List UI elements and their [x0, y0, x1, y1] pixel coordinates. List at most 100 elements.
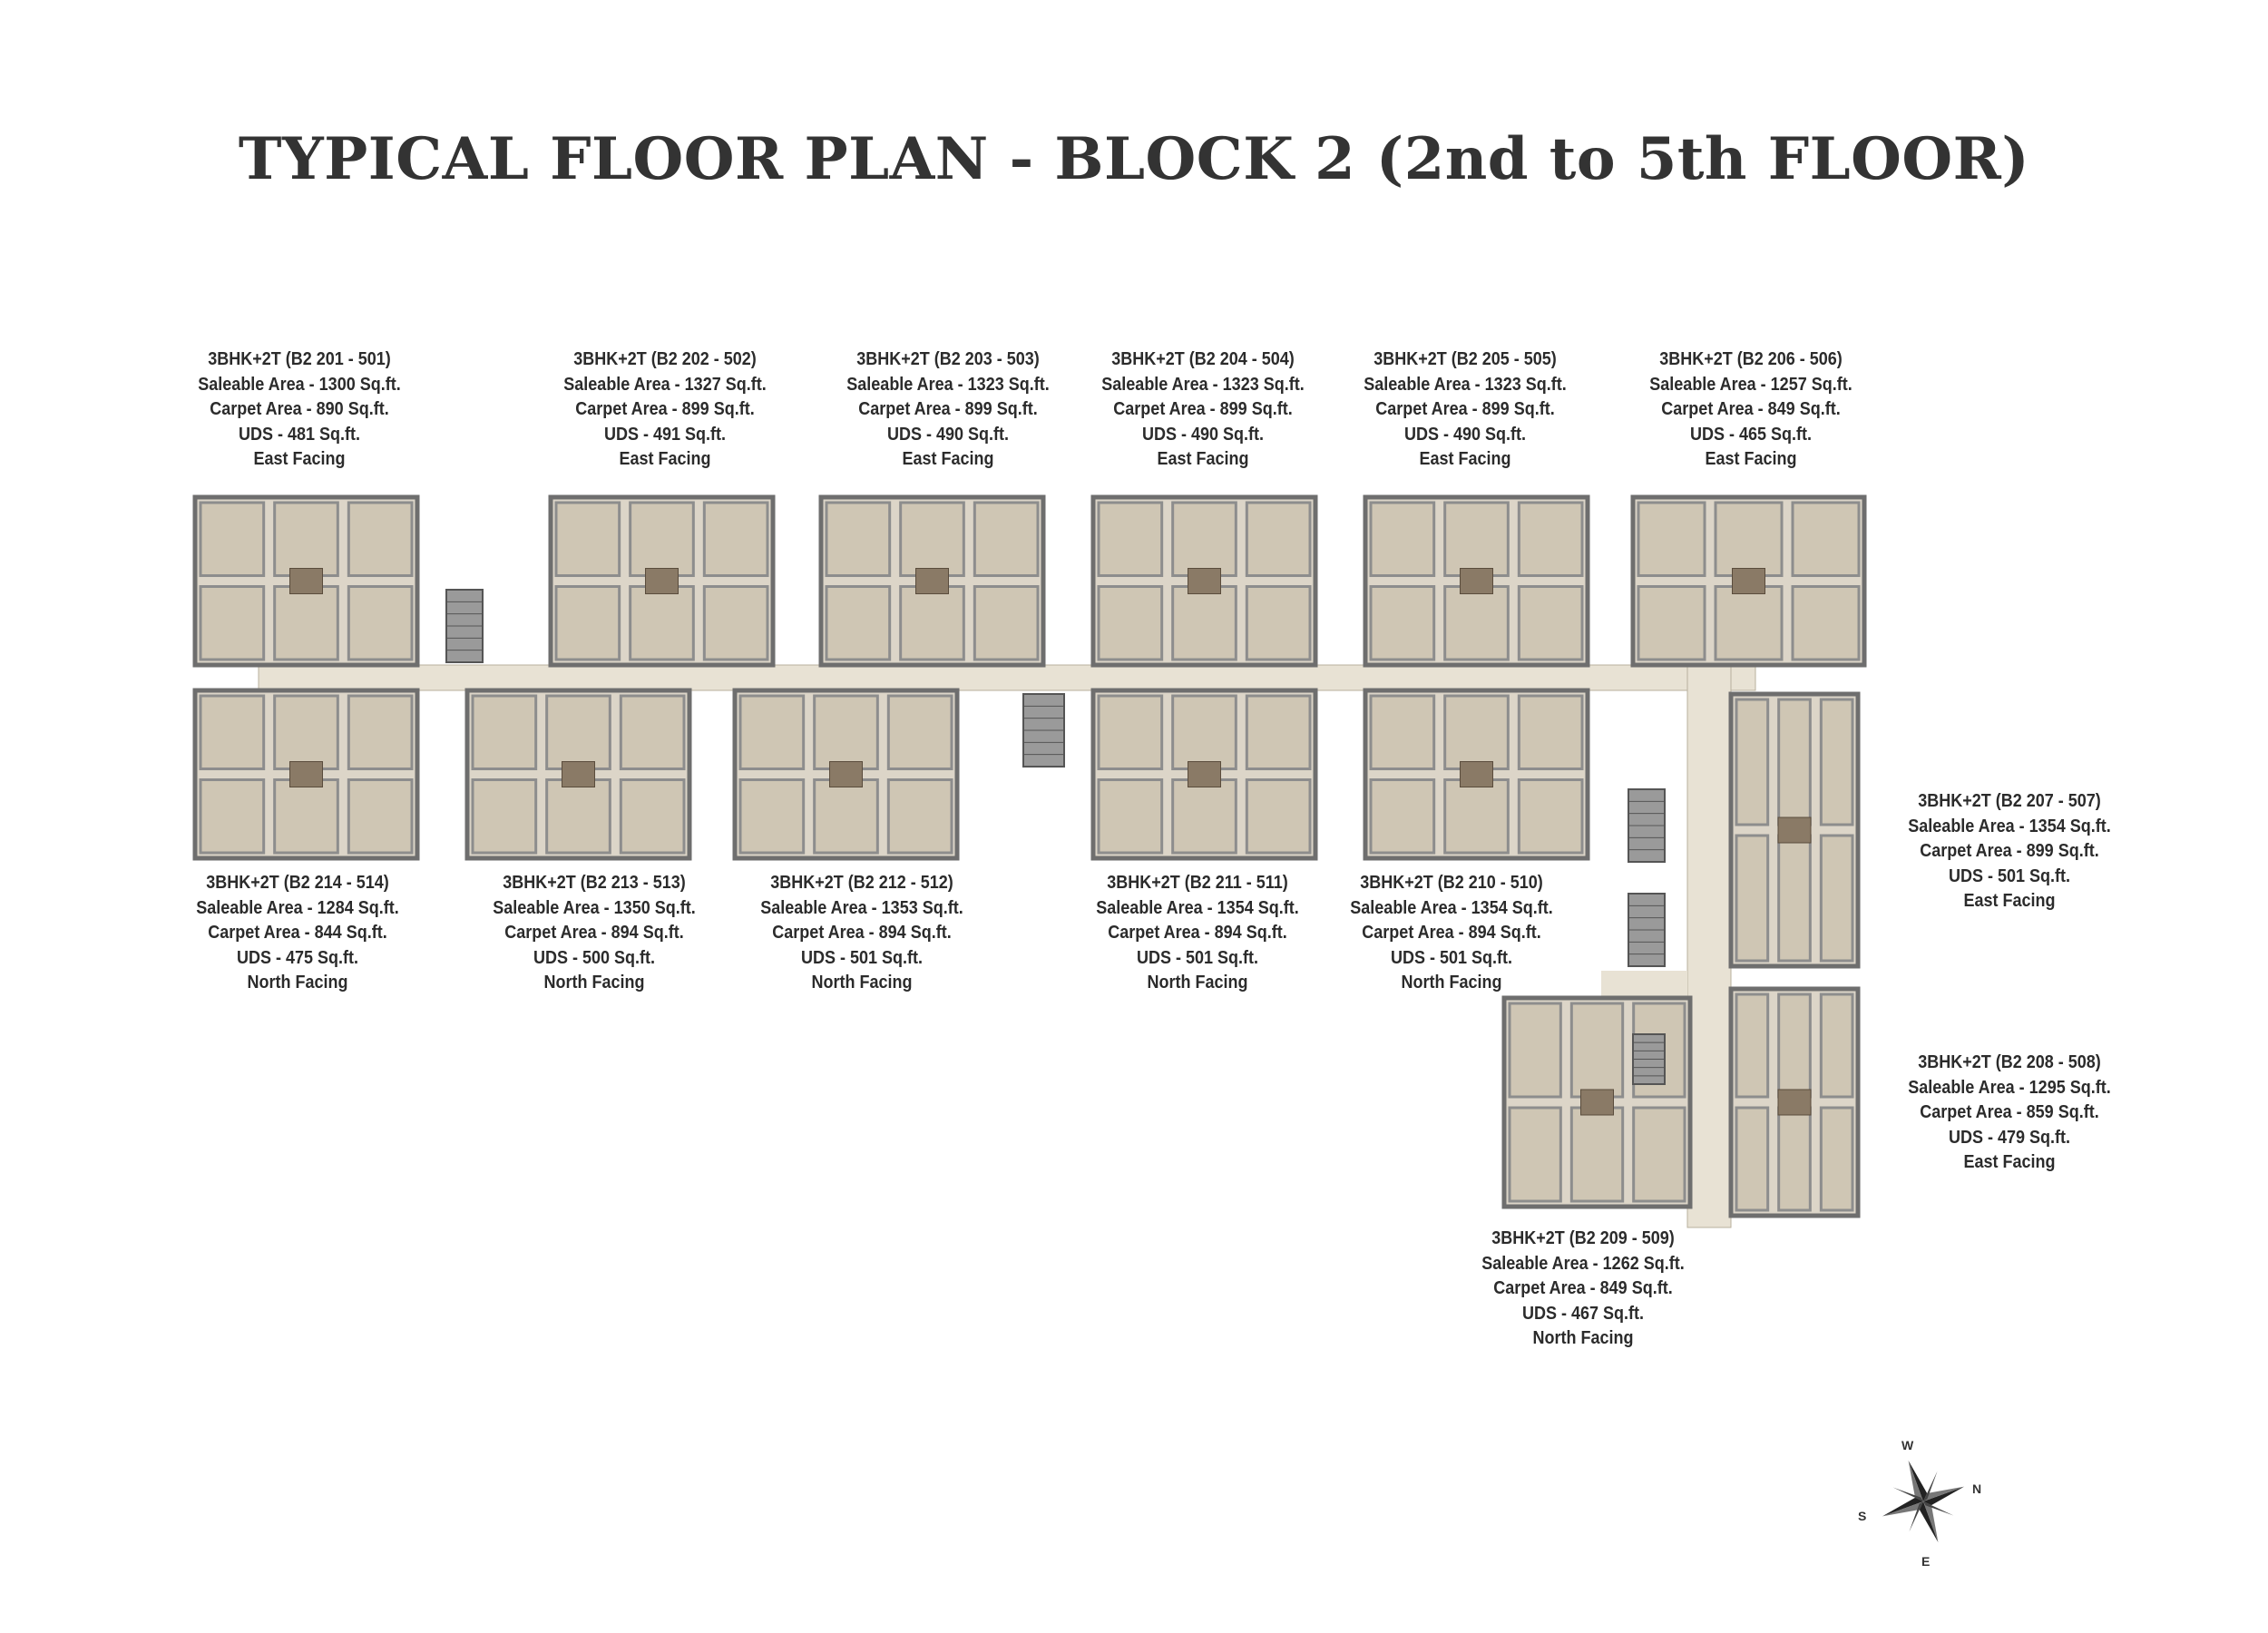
- room: [619, 694, 686, 770]
- room: [1517, 501, 1584, 577]
- page-title: TYPICAL FLOOR PLAN - BLOCK 2 (2nd to 5th…: [238, 125, 2030, 193]
- room: [1245, 694, 1312, 770]
- unit-type: 3BHK+2T (B2 201 - 501): [208, 349, 391, 369]
- unit-facing: East Facing: [253, 449, 346, 469]
- living-furniture: [1732, 568, 1765, 594]
- room: [1171, 778, 1237, 855]
- room: [825, 501, 892, 577]
- room: [702, 585, 769, 661]
- unit-facing: North Facing: [811, 973, 913, 993]
- unit-facing: East Facing: [1157, 449, 1249, 469]
- compass-s-label: S: [1858, 1509, 1867, 1523]
- room: [1714, 501, 1784, 577]
- unit-carpet-area: Carpet Area - 899 Sq.ft.: [1113, 399, 1293, 419]
- room: [886, 778, 953, 855]
- room: [629, 501, 695, 577]
- unit-type: 3BHK+2T (B2 210 - 510): [1360, 873, 1543, 893]
- unit-carpet-area: Carpet Area - 899 Sq.ft.: [1375, 399, 1555, 419]
- room: [347, 778, 414, 855]
- living-furniture: [829, 761, 863, 787]
- room: [1735, 834, 1770, 963]
- unit-uds: UDS - 481 Sq.ft.: [238, 424, 361, 445]
- room: [1777, 698, 1812, 826]
- unit-label-213: 3BHK+2T (B2 213 - 513) Saleable Area - 1…: [472, 871, 717, 996]
- unit-type: 3BHK+2T (B2 203 - 503): [856, 349, 1040, 369]
- room: [1369, 694, 1436, 770]
- unit-label-211: 3BHK+2T (B2 211 - 511) Saleable Area - 1…: [1075, 871, 1320, 996]
- room: [899, 501, 965, 577]
- unit-uds: UDS - 500 Sq.ft.: [533, 947, 656, 968]
- unit-uds: UDS - 475 Sq.ft.: [236, 947, 359, 968]
- room: [738, 694, 806, 770]
- unit-uds: UDS - 501 Sq.ft.: [1390, 947, 1513, 968]
- unit-carpet-area: Carpet Area - 894 Sq.ft.: [772, 923, 952, 943]
- unit-facing: North Facing: [543, 973, 645, 993]
- unit-label-210: 3BHK+2T (B2 210 - 510) Saleable Area - 1…: [1329, 871, 1574, 996]
- room: [273, 778, 339, 855]
- room: [1443, 501, 1510, 577]
- room: [347, 585, 414, 661]
- room: [738, 778, 806, 855]
- unit-saleable-area: Saleable Area - 1300 Sq.ft.: [198, 374, 401, 395]
- unit-saleable-area: Saleable Area - 1323 Sq.ft.: [1101, 374, 1305, 395]
- room: [1443, 778, 1510, 855]
- unit-type: 3BHK+2T (B2 211 - 511): [1107, 873, 1288, 893]
- unit-facing: East Facing: [1963, 1152, 2056, 1172]
- room: [1819, 834, 1854, 963]
- room: [199, 778, 266, 855]
- compass-e-label: E: [1921, 1554, 1931, 1569]
- room: [554, 501, 621, 577]
- living-furniture: [1188, 568, 1221, 594]
- room: [1245, 585, 1312, 661]
- room: [1517, 585, 1584, 661]
- corridor-link: [1601, 971, 1687, 998]
- compass-n-label: N: [1972, 1481, 1982, 1496]
- unit-carpet-area: Carpet Area - 894 Sq.ft.: [504, 923, 684, 943]
- unit-label-208: 3BHK+2T (B2 208 - 508) Saleable Area - 1…: [1887, 1051, 2132, 1176]
- unit-type: 3BHK+2T (B2 208 - 508): [1918, 1052, 2101, 1072]
- room: [1637, 585, 1706, 661]
- living-furniture: [289, 761, 323, 787]
- unit-facing: North Facing: [1401, 973, 1502, 993]
- room: [273, 501, 339, 577]
- room: [1369, 585, 1436, 661]
- room: [1569, 1002, 1625, 1099]
- living-furniture: [1460, 568, 1493, 594]
- room: [1097, 778, 1164, 855]
- room: [1735, 698, 1770, 826]
- room: [347, 694, 414, 770]
- compass-rose: W S N E: [1851, 1429, 1996, 1574]
- room: [813, 694, 879, 770]
- unit-label-204: 3BHK+2T (B2 204 - 504) Saleable Area - 1…: [1080, 347, 1325, 473]
- unit-carpet-area: Carpet Area - 899 Sq.ft.: [858, 399, 1038, 419]
- unit-carpet-area: Carpet Area - 899 Sq.ft.: [1920, 841, 2099, 861]
- room: [1245, 501, 1312, 577]
- unit-label-207: 3BHK+2T (B2 207 - 507) Saleable Area - 1…: [1887, 789, 2132, 914]
- unit-uds: UDS - 491 Sq.ft.: [603, 424, 727, 445]
- room: [1443, 694, 1510, 770]
- unit-type: 3BHK+2T (B2 205 - 505): [1374, 349, 1557, 369]
- unit-label-205: 3BHK+2T (B2 205 - 505) Saleable Area - 1…: [1343, 347, 1588, 473]
- unit-saleable-area: Saleable Area - 1257 Sq.ft.: [1649, 374, 1853, 395]
- living-furniture: [1460, 761, 1493, 787]
- room: [813, 778, 879, 855]
- unit-facing: East Facing: [619, 449, 711, 469]
- room: [1171, 694, 1237, 770]
- unit-label-212: 3BHK+2T (B2 212 - 512) Saleable Area - 1…: [739, 871, 984, 996]
- room: [629, 585, 695, 661]
- unit-saleable-area: Saleable Area - 1284 Sq.ft.: [196, 897, 399, 918]
- unit-type: 3BHK+2T (B2 212 - 512): [770, 873, 953, 893]
- room: [1777, 993, 1812, 1099]
- living-furniture: [915, 568, 949, 594]
- room: [273, 585, 339, 661]
- unit-carpet-area: Carpet Area - 844 Sq.ft.: [208, 923, 387, 943]
- room: [1637, 501, 1706, 577]
- room: [1791, 501, 1861, 577]
- unit-label-203: 3BHK+2T (B2 203 - 503) Saleable Area - 1…: [826, 347, 1070, 473]
- room: [199, 585, 266, 661]
- room: [1632, 1106, 1686, 1203]
- unit-facing: East Facing: [1419, 449, 1511, 469]
- living-furniture: [289, 568, 323, 594]
- unit-uds: UDS - 490 Sq.ft.: [1403, 424, 1527, 445]
